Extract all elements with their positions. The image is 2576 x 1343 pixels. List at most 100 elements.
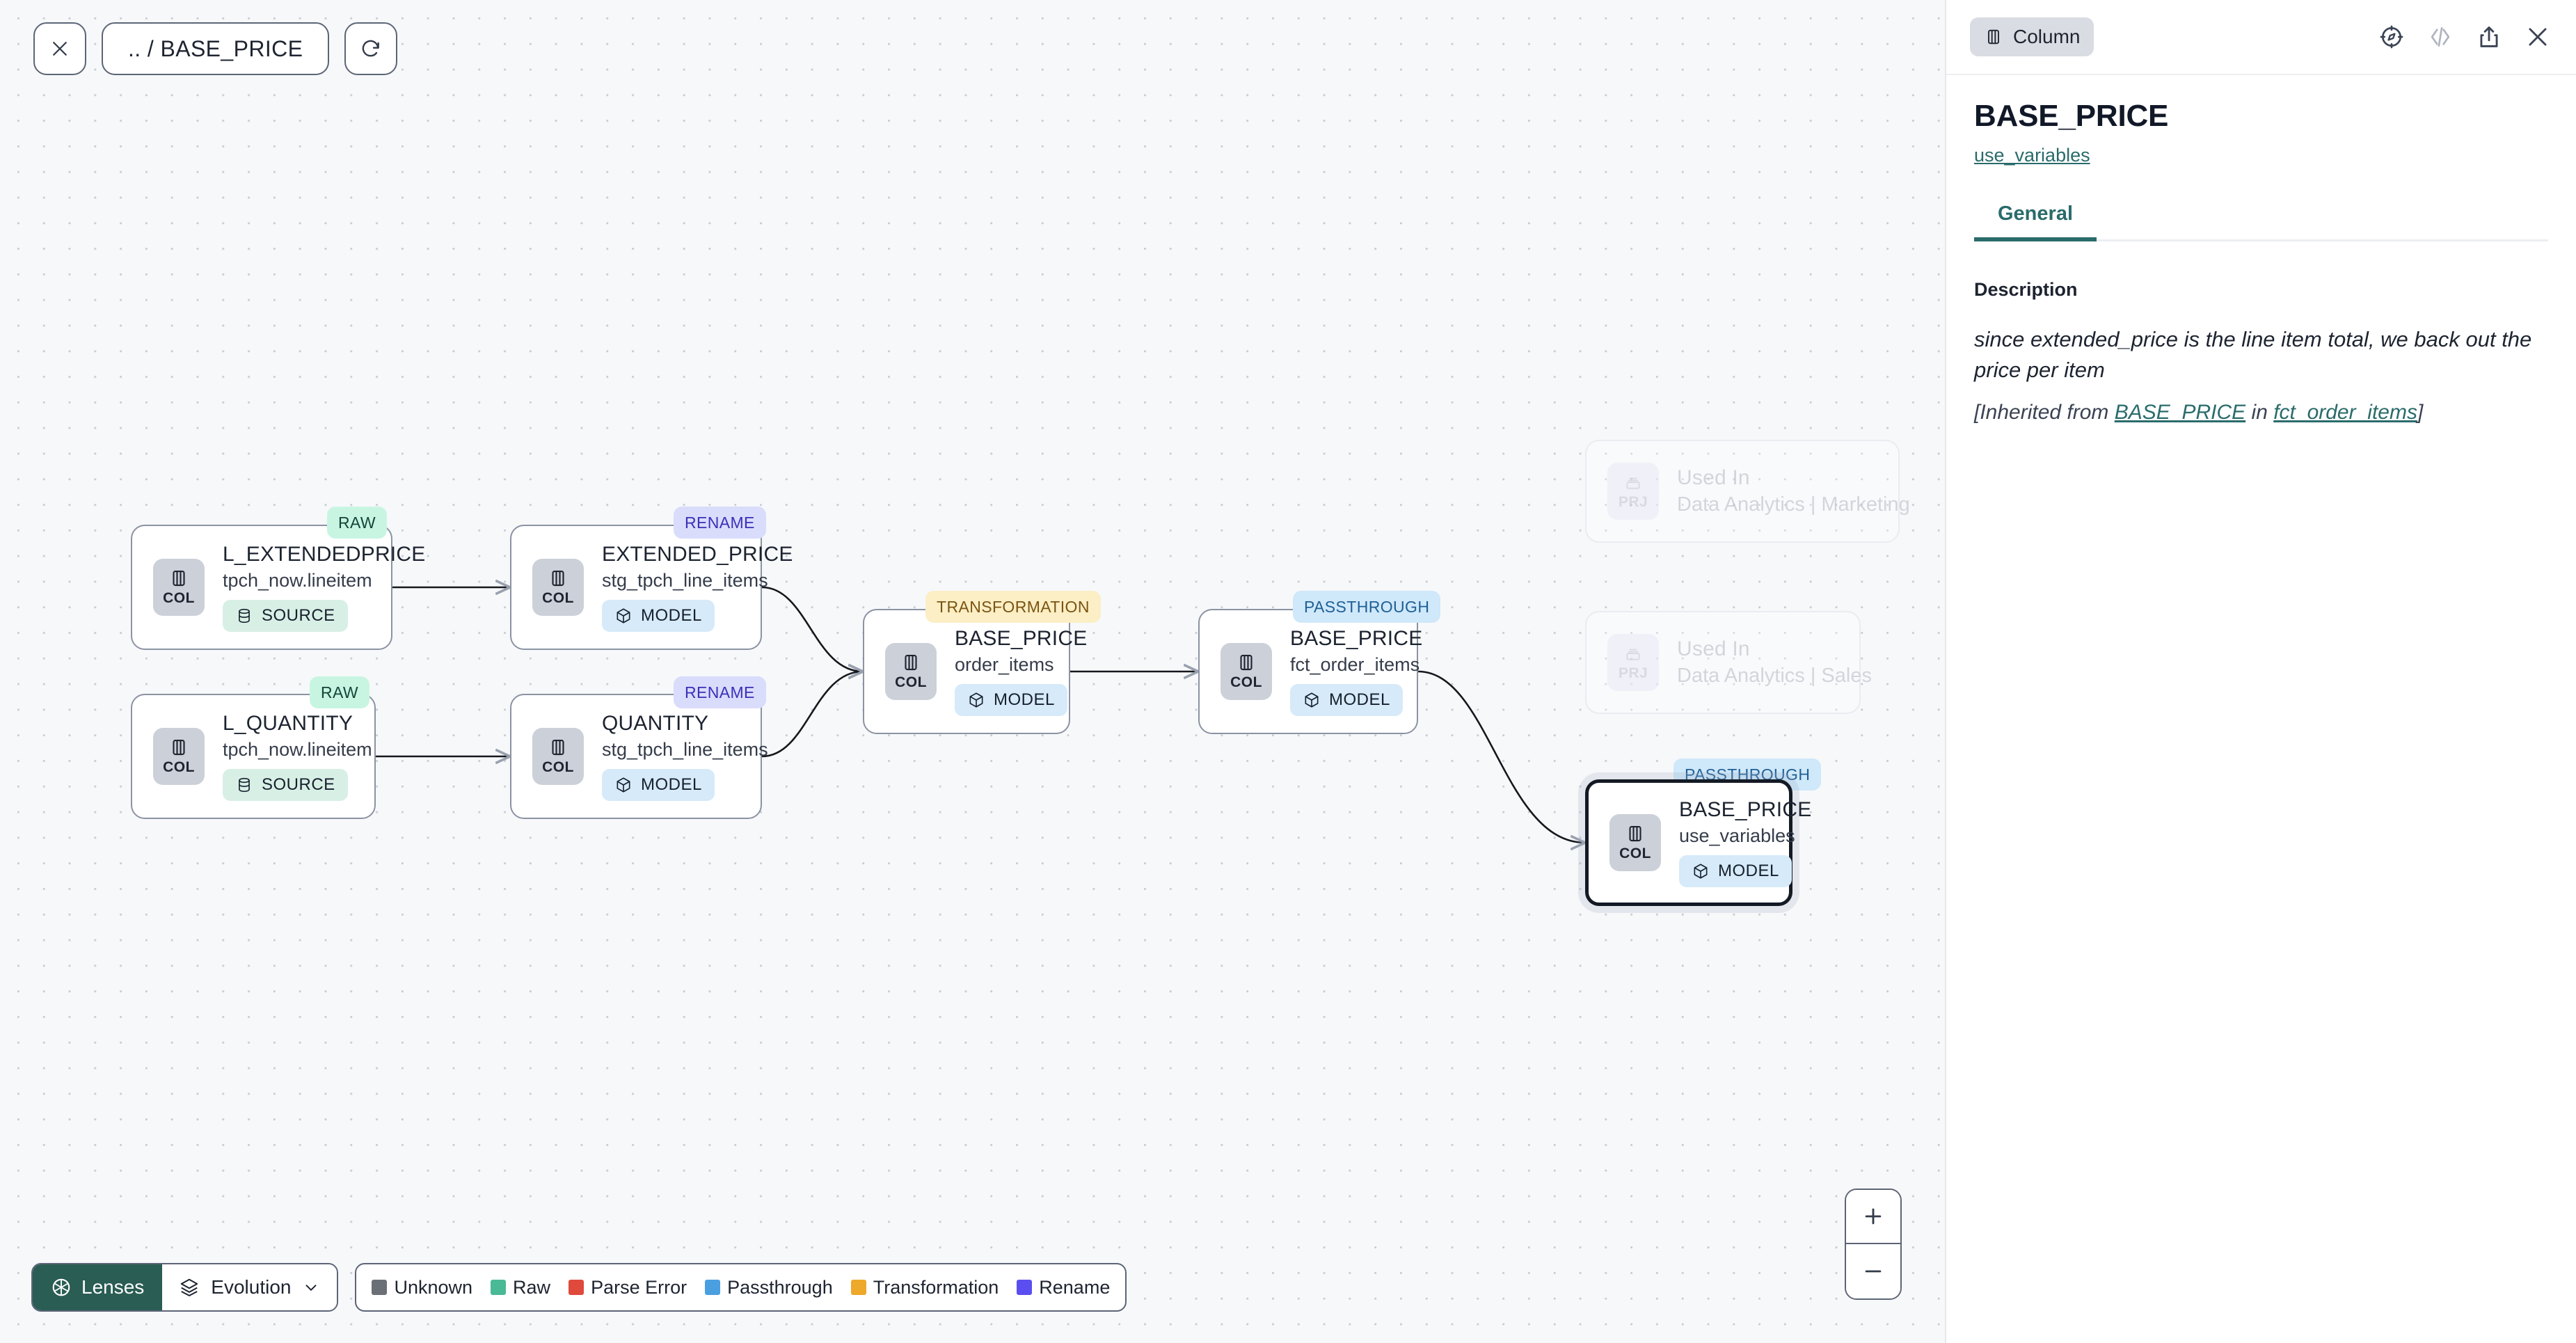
project-icon [1626,477,1640,489]
node-materialization-pill: MODEL [1679,855,1792,887]
graph-node-l_extendedprice[interactable]: COL L_EXTENDEDPRICE tpch_now.lineitem SOUR… [131,525,425,650]
entity-type-label: Column [2013,26,2081,47]
node-subtitle: Data Analytics | Marketing [1677,493,1910,516]
lenses-label: Lenses [81,1276,145,1298]
node-subtitle: tpch_now.lineitem [223,570,372,591]
legend-swatch [569,1280,585,1295]
description-inherited: [Inherited from BASE_PRICE in fct_order_… [1974,401,2548,424]
entity-type-chip[interactable]: Column [1970,17,2094,56]
panel-body: BASE_PRICE use_variables General Descrip… [1946,75,2576,1343]
breadcrumb[interactable]: .. / BASE_PRICE [102,22,330,75]
legend-item-parse-error[interactable]: Parse Error [569,1277,687,1298]
node-subtitle: fct_order_items [1290,654,1420,675]
column-icon [552,570,564,587]
node-materialization-pill: SOURCE [223,600,348,632]
legend-item-raw[interactable]: Raw [491,1277,550,1298]
node-materialization-label: MODEL [1718,861,1779,880]
page-title: BASE_PRICE [1974,99,2169,133]
column-icon [1629,825,1641,842]
node-subtitle: order_items [955,654,1054,675]
legend-label: Unknown [394,1276,473,1298]
legend-item-transformation[interactable]: Transformation [850,1277,999,1298]
node-body: L_QUANTITY tpch_now.lineitem SOURCE [223,712,372,801]
graph-node-l_quantity[interactable]: COL L_QUANTITY tpch_now.lineitem SOURCE [131,694,376,819]
inherited-column-link[interactable]: BASE_PRICE [2114,401,2246,424]
column-icon [1988,29,1999,45]
node-kind-badge: COL [153,728,205,785]
refresh-button[interactable] [344,22,398,75]
cube-icon [1305,692,1319,708]
aperture-icon [52,1278,70,1296]
legend-label: Rename [1039,1276,1111,1298]
node-title: L_QUANTITY [223,712,353,735]
breadcrumb-label: .. / BASE_PRICE [128,35,303,61]
model-link[interactable]: use_variables [1974,145,2090,166]
node-kind-badge: COL [532,559,584,616]
node-kind-badge: COL [153,559,205,616]
node-kind-label: COL [1230,674,1262,690]
evolution-dropdown[interactable]: Evolution [162,1264,337,1310]
node-subtitle: tpch_now.lineitem [223,739,372,760]
node-materialization-pill: SOURCE [223,769,348,801]
node-body: L_EXTENDEDPRICE tpch_now.lineitem SOURCE [223,543,425,632]
legend-item-passthrough[interactable]: Passthrough [705,1277,833,1298]
legend-swatch [1017,1280,1033,1295]
legend-item-unknown[interactable]: Unknown [372,1277,472,1298]
legend-swatch [850,1280,866,1295]
legend-label: Parse Error [591,1276,687,1298]
column-icon [173,739,185,756]
node-kind-badge: COL [1221,643,1272,700]
node-type-tag-base_price_fct_order_items: PASSTHROUGH [1293,591,1441,623]
close-panel-icon[interactable] [2525,24,2551,50]
node-title: L_EXTENDEDPRICE [223,543,426,566]
node-body: Used In Data Analytics | Sales [1677,637,1872,688]
inherited-mid: in [2245,401,2274,424]
node-materialization-pill: MODEL [602,600,715,632]
node-kind-badge: PRJ [1607,463,1659,520]
zoom-controls [1845,1189,1902,1300]
column-icon [173,570,185,587]
inherited-model-link[interactable]: fct_order_items [2273,401,2417,424]
node-kind-badge: COL [1609,814,1661,871]
lenses-button[interactable]: Lenses [33,1264,163,1310]
node-title: BASE_PRICE [1679,798,1812,821]
zoom-in-button[interactable] [1846,1190,1900,1244]
node-title: Used In [1677,466,1750,489]
compass-icon[interactable] [2378,24,2405,50]
description-heading: Description [1974,279,2078,300]
zoom-out-button[interactable] [1846,1244,1900,1298]
node-kind-label: COL [542,590,574,606]
node-subtitle: Data Analytics | Sales [1677,665,1872,687]
cube-icon [617,608,630,623]
project-icon [1626,649,1640,660]
code-icon[interactable] [2427,24,2454,50]
cube-icon [617,777,630,793]
cube-icon [969,692,983,708]
share-icon[interactable] [2476,24,2502,50]
node-materialization-label: SOURCE [262,775,335,794]
close-graph-button[interactable] [33,22,86,75]
inherited-suffix: ] [2417,401,2424,424]
evolution-label: Evolution [211,1276,292,1298]
node-title: QUANTITY [602,712,709,735]
node-title: Used In [1677,637,1750,660]
node-kind-badge: COL [885,643,937,700]
node-type-tag-quantity: RENAME [674,676,766,708]
legend-item-rename[interactable]: Rename [1017,1277,1110,1298]
graph-node-used_in_marketing[interactable]: PRJ Used In Data Analytics | Marketing [1585,440,1910,543]
tab-general[interactable]: General [1974,202,2097,241]
node-title: EXTENDED_PRICE [602,543,793,566]
node-subtitle: stg_tpch_line_items [602,739,768,760]
close-icon [53,42,67,56]
description-text: since extended_price is the line item to… [1974,327,2532,383]
